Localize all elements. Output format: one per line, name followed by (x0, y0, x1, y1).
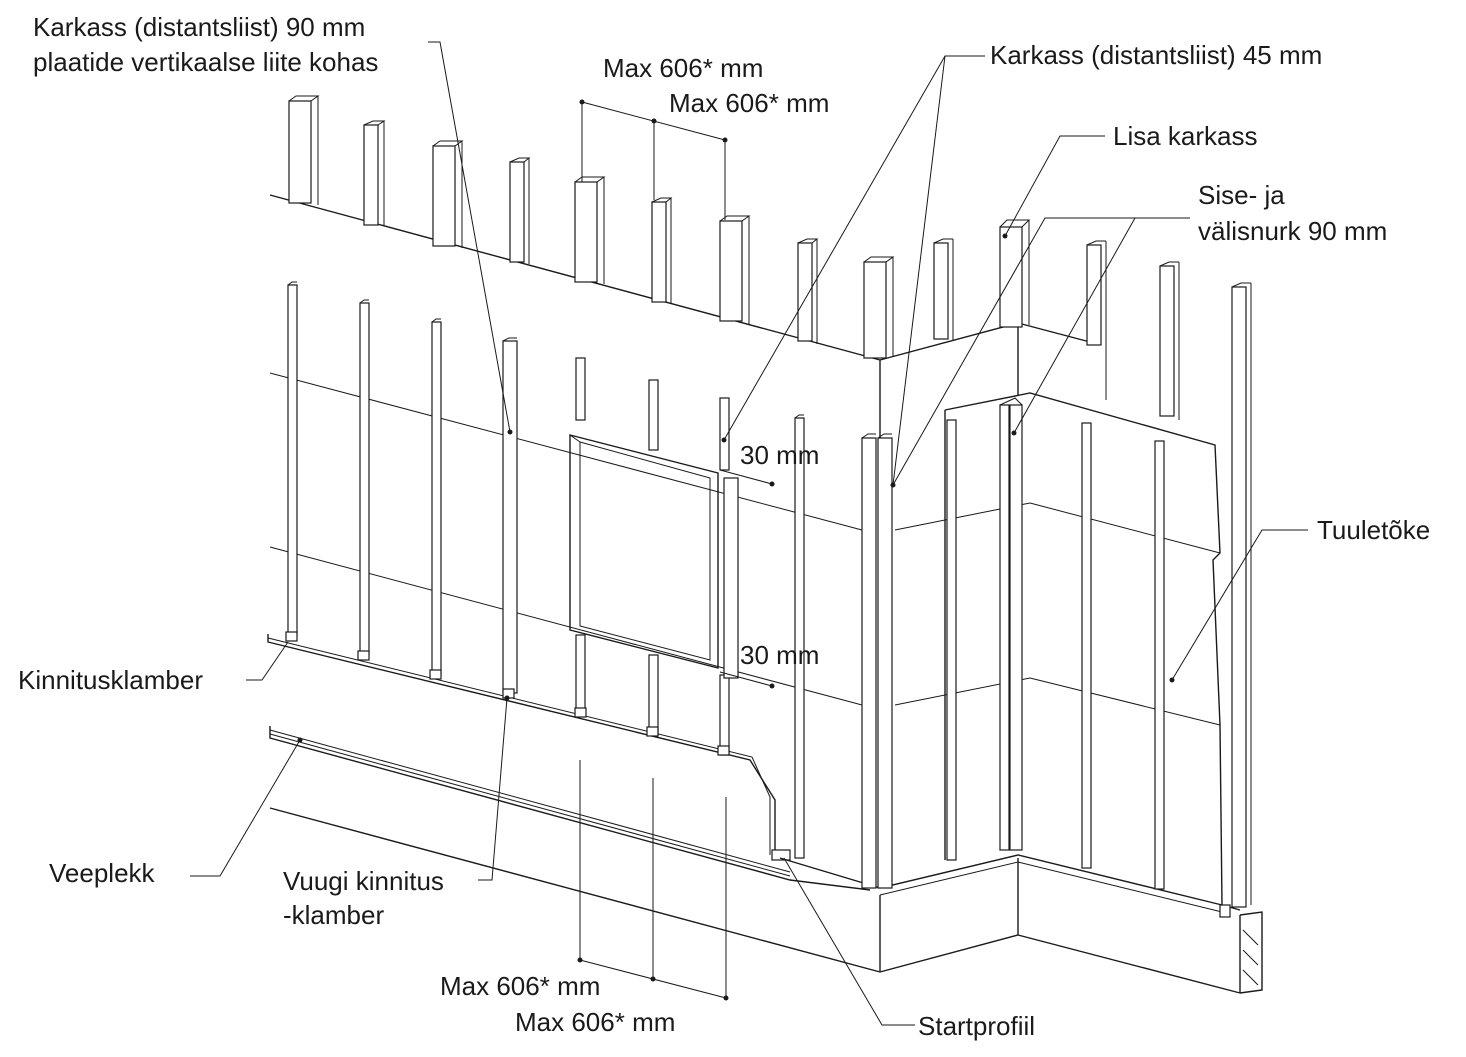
label-karkass-90-line1: Karkass (distantsliist) 90 mm (33, 12, 365, 42)
dimension-bottom (577, 760, 729, 1001)
label-kinnitusklamber: Kinnitusklamber (18, 665, 203, 695)
label-lisa-karkass: Lisa karkass (1113, 121, 1258, 151)
label-karkass-90-line2: plaatide vertikaalse liite kohas (33, 47, 378, 77)
leader-lines (190, 41, 1308, 1026)
wall-structure (269, 194, 1223, 906)
veeplekk-flashing (269, 726, 871, 891)
labels: Karkass (distantsliist) 90 mm plaatide v… (18, 12, 1430, 1041)
label-max-bottom-2: Max 606* mm (515, 1007, 675, 1037)
label-max-top-2: Max 606* mm (669, 88, 829, 118)
label-tuuletoke: Tuuletõke (1317, 515, 1430, 545)
kinnitusklamber-clamps (285, 631, 730, 756)
label-gap-top: 30 mm (740, 440, 819, 470)
label-vuugi-line1: Vuugi kinnitus (283, 866, 444, 896)
label-corner-line1: Sise- ja (1198, 180, 1285, 210)
upper-studs (288, 95, 1252, 908)
label-max-bottom-1: Max 606* mm (440, 971, 600, 1001)
startprofiil (267, 634, 881, 889)
dimension-top (579, 99, 728, 220)
label-gap-bottom: 30 mm (740, 640, 819, 670)
left-wall-battens (287, 281, 893, 889)
label-veeplekk: Veeplekk (49, 858, 156, 888)
window-opening (569, 434, 719, 669)
foundation (269, 807, 1263, 994)
label-karkass-45: Karkass (distantsliist) 45 mm (990, 40, 1322, 70)
label-startprofiil: Startprofiil (918, 1011, 1035, 1041)
label-max-top-1: Max 606* mm (603, 53, 763, 83)
right-wall-battens (946, 397, 1165, 890)
label-corner-line2: välisnurk 90 mm (1198, 216, 1387, 246)
label-vuugi-line2: -klamber (283, 900, 384, 930)
gap-dimensions (719, 469, 775, 689)
